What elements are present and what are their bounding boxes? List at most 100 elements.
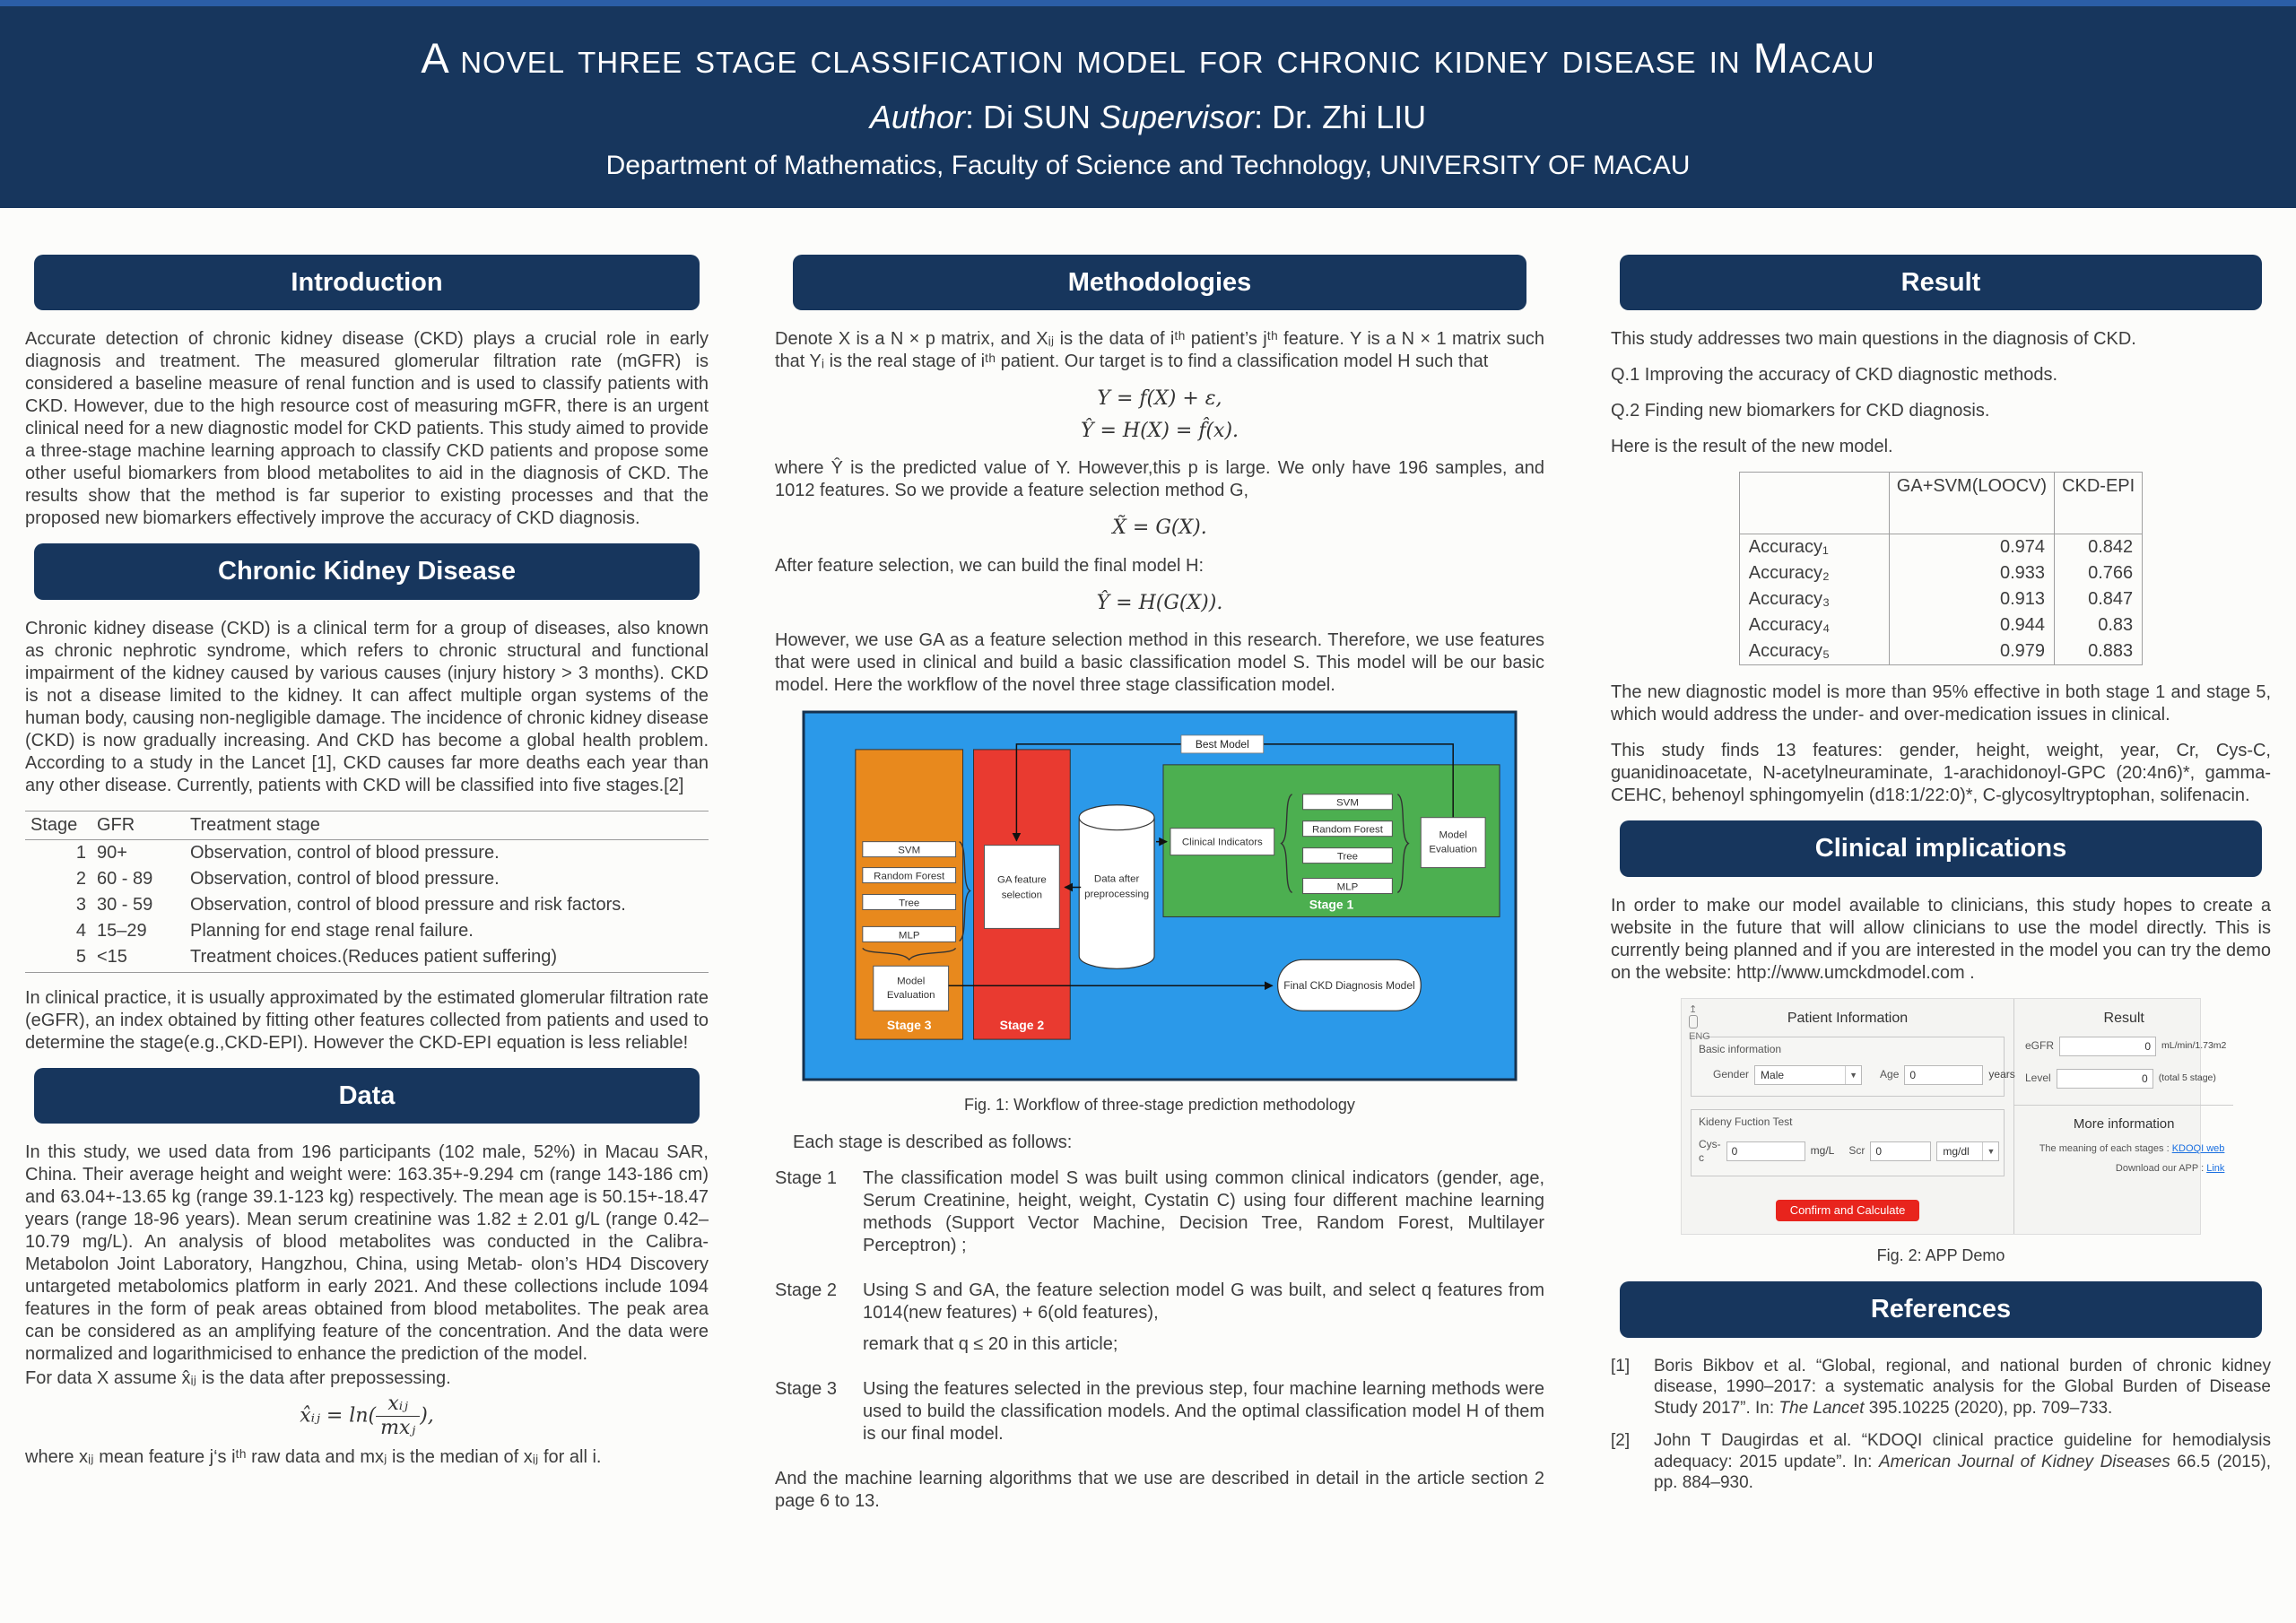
reference-item: [1] Boris Bikbov et al. “Global, regiona…	[1611, 1356, 2271, 1419]
gender-select[interactable]: Male▼	[1754, 1064, 1863, 1085]
scr-unit-value: mg/dl	[1943, 1144, 1970, 1158]
column-left: Introduction Accurate detection of chron…	[25, 255, 709, 1526]
age-input[interactable]: 0	[1904, 1064, 1984, 1085]
section-header-ckd: Chronic Kidney Disease	[34, 543, 700, 600]
stage3-tree-label: Tree	[899, 898, 919, 909]
fraction-denominator: mxⱼ	[380, 1416, 416, 1439]
stage3-model-eval-l1: Model	[897, 976, 925, 987]
egfr-output: 0	[2059, 1036, 2157, 1056]
stage3-under-brace	[862, 948, 957, 961]
result-q2: Q.2 Finding new biomarkers for CKD diagn…	[1611, 401, 1990, 421]
methodology-p1: Denote X is a N × p matrix, and Xᵢⱼ is t…	[775, 329, 1544, 372]
col-header-treatment: Treatment stage	[185, 810, 709, 840]
confirm-calculate-button[interactable]: Confirm and Calculate	[1775, 1199, 1920, 1221]
stage1-model-eval-l2: Evaluation	[1429, 845, 1477, 855]
col-header-empty	[1739, 472, 1890, 535]
data-text-2: For data X assume x̂ᵢⱼ is the data after…	[25, 1367, 451, 1388]
stages-meaning-label: The meaning of each stages :	[2039, 1143, 2170, 1155]
app-patient-panel: ↥ ENG Patient Information Basic informat…	[1682, 998, 2015, 1234]
final-model-box	[1277, 959, 1422, 1012]
stage1-mlp-box	[1302, 878, 1393, 895]
egfr-unit: mL/min/1.73m2	[2161, 1039, 2227, 1051]
author-name: : Di SUN	[964, 99, 1100, 135]
cell-ckdepi: 0.842	[2054, 534, 2143, 561]
table-header-row: GA+SVM(LOOCV) CKD-EPI	[1739, 472, 2143, 535]
stage1-rf-label: Random Forest	[1312, 825, 1384, 836]
result-p3: The new diagnostic model is more than 95…	[1611, 682, 2271, 725]
stage3-rf-label: Random Forest	[874, 872, 945, 882]
col-header-ckdepi: CKD-EPI	[2054, 472, 2143, 535]
stage1-label: Stage 1	[1309, 898, 1354, 912]
stage1-desc-label: Stage 1	[775, 1167, 837, 1188]
stage1-tree-label: Tree	[1337, 852, 1358, 863]
cell-stage: 3	[75, 894, 86, 915]
cell-ckdepi: 0.847	[2054, 586, 2143, 613]
column-right: Result This study addresses two main que…	[1611, 255, 2271, 1526]
cysc-input[interactable]: 0	[1726, 1141, 1805, 1161]
cell-metric: Accuracy₂	[1748, 563, 1830, 584]
gender-value: Male	[1761, 1068, 1785, 1081]
col-header-gasvm: GA+SVM(LOOCV)	[1888, 472, 2055, 535]
age-label: Age	[1880, 1068, 1900, 1081]
app-result-panel: Result eGFR 0 mL/min/1.73m2 Level 0 (tot…	[2014, 999, 2234, 1234]
workflow-diagram: Best Model SVM Random Forest Tree MLP Mo…	[802, 710, 1518, 1081]
scr-input[interactable]: 0	[1870, 1141, 1932, 1161]
stage3-label: Stage 3	[887, 1018, 932, 1032]
methodology-p4: However, we use GA as a feature selectio…	[775, 630, 1544, 696]
column-middle: Methodologies Denote X is a N × p matrix…	[775, 255, 1544, 1526]
cell-gfr: 60 - 89	[97, 868, 153, 889]
stage3-right-brace	[959, 841, 971, 942]
download-app-link[interactable]: Link	[2206, 1163, 2225, 1174]
kdoqi-link[interactable]: KDOQI web	[2171, 1143, 2225, 1155]
download-app-label: Download our APP :	[2115, 1163, 2205, 1174]
methodology-p2: where Ŷ is the predicted value of Y. How…	[775, 458, 1544, 501]
basic-information-label: Basic information	[1699, 1042, 1782, 1055]
app-language-label[interactable]: ENG	[1689, 1030, 1710, 1042]
cell-treatment: Observation, control of blood pressure.	[190, 842, 500, 863]
stage2-desc-label: Stage 2	[775, 1280, 837, 1300]
scr-unit-select[interactable]: mg/dl ▼	[1936, 1141, 2000, 1161]
arrow-up-icon: ↥	[1689, 1003, 1698, 1015]
divider	[2014, 1104, 2234, 1106]
formula-2: Ŷ = H(X) = f̂(x).	[1080, 419, 1239, 442]
section-header-introduction: Introduction	[34, 255, 700, 311]
reference-text: Boris Bikbov et al. “Global, regional, a…	[1654, 1356, 2271, 1419]
cysc-unit: mg/L	[1810, 1144, 1835, 1157]
stage1-mlp-label: MLP	[1337, 882, 1359, 893]
age-unit: years	[1988, 1068, 2015, 1081]
table-header-row: Stage GFR Treatment stage	[25, 810, 709, 840]
reference-number: [2]	[1611, 1430, 1631, 1450]
data-text: In this study, we used data from 196 par…	[25, 1141, 709, 1364]
author-label: Author	[869, 99, 965, 135]
each-stage-text: Each stage is described as follows:	[793, 1132, 1073, 1152]
app-result-title: Result	[2103, 1010, 2144, 1026]
cell-metric: Accuracy₃	[1748, 589, 1831, 610]
where-text: where xᵢⱼ mean feature j‘s iᵗʰ raw data …	[25, 1447, 602, 1468]
cysc-label: Cys-c	[1699, 1137, 1721, 1164]
stage1-tree-box	[1302, 847, 1393, 864]
stage3-svm-box	[862, 841, 957, 858]
ga-label-l1: GA feature	[997, 875, 1047, 886]
figure1-caption: Fig. 1: Workflow of three-stage predicti…	[964, 1096, 1355, 1115]
data-cylinder-body	[1078, 817, 1155, 970]
chevron-down-icon: ▼	[1982, 1141, 1995, 1160]
cell-gasvm: 0.979	[1888, 638, 2055, 665]
clinical-indicators-box	[1170, 828, 1275, 856]
gender-label: Gender	[1713, 1068, 1750, 1081]
reference-number: [1]	[1611, 1356, 1631, 1376]
section-header-data: Data	[34, 1067, 700, 1124]
level-unit: (total 5 stage)	[2158, 1072, 2216, 1083]
result-p2: Here is the result of the new model.	[1611, 437, 1893, 457]
table-row: 5 <15 Treatment choices.(Reduces patient…	[25, 943, 709, 973]
best-model-label: Best Model	[1196, 738, 1249, 751]
fraction-numerator: xᵢⱼ	[376, 1393, 421, 1417]
stage3-description: Stage 3 Using the features selected in t…	[775, 1378, 1544, 1454]
gfr-stage-table: Stage GFR Treatment stage 1 90+ Observat…	[25, 810, 709, 973]
cell-metric: Accuracy₁	[1748, 537, 1829, 558]
introduction-text: Accurate detection of chronic kidney dis…	[25, 329, 709, 529]
result-p4: This study finds 13 features: gender, he…	[1611, 741, 2271, 806]
poster-header: A novel three stage classification model…	[0, 0, 2296, 208]
reference-journal: American Journal of Kidney Diseases	[1878, 1452, 2170, 1471]
